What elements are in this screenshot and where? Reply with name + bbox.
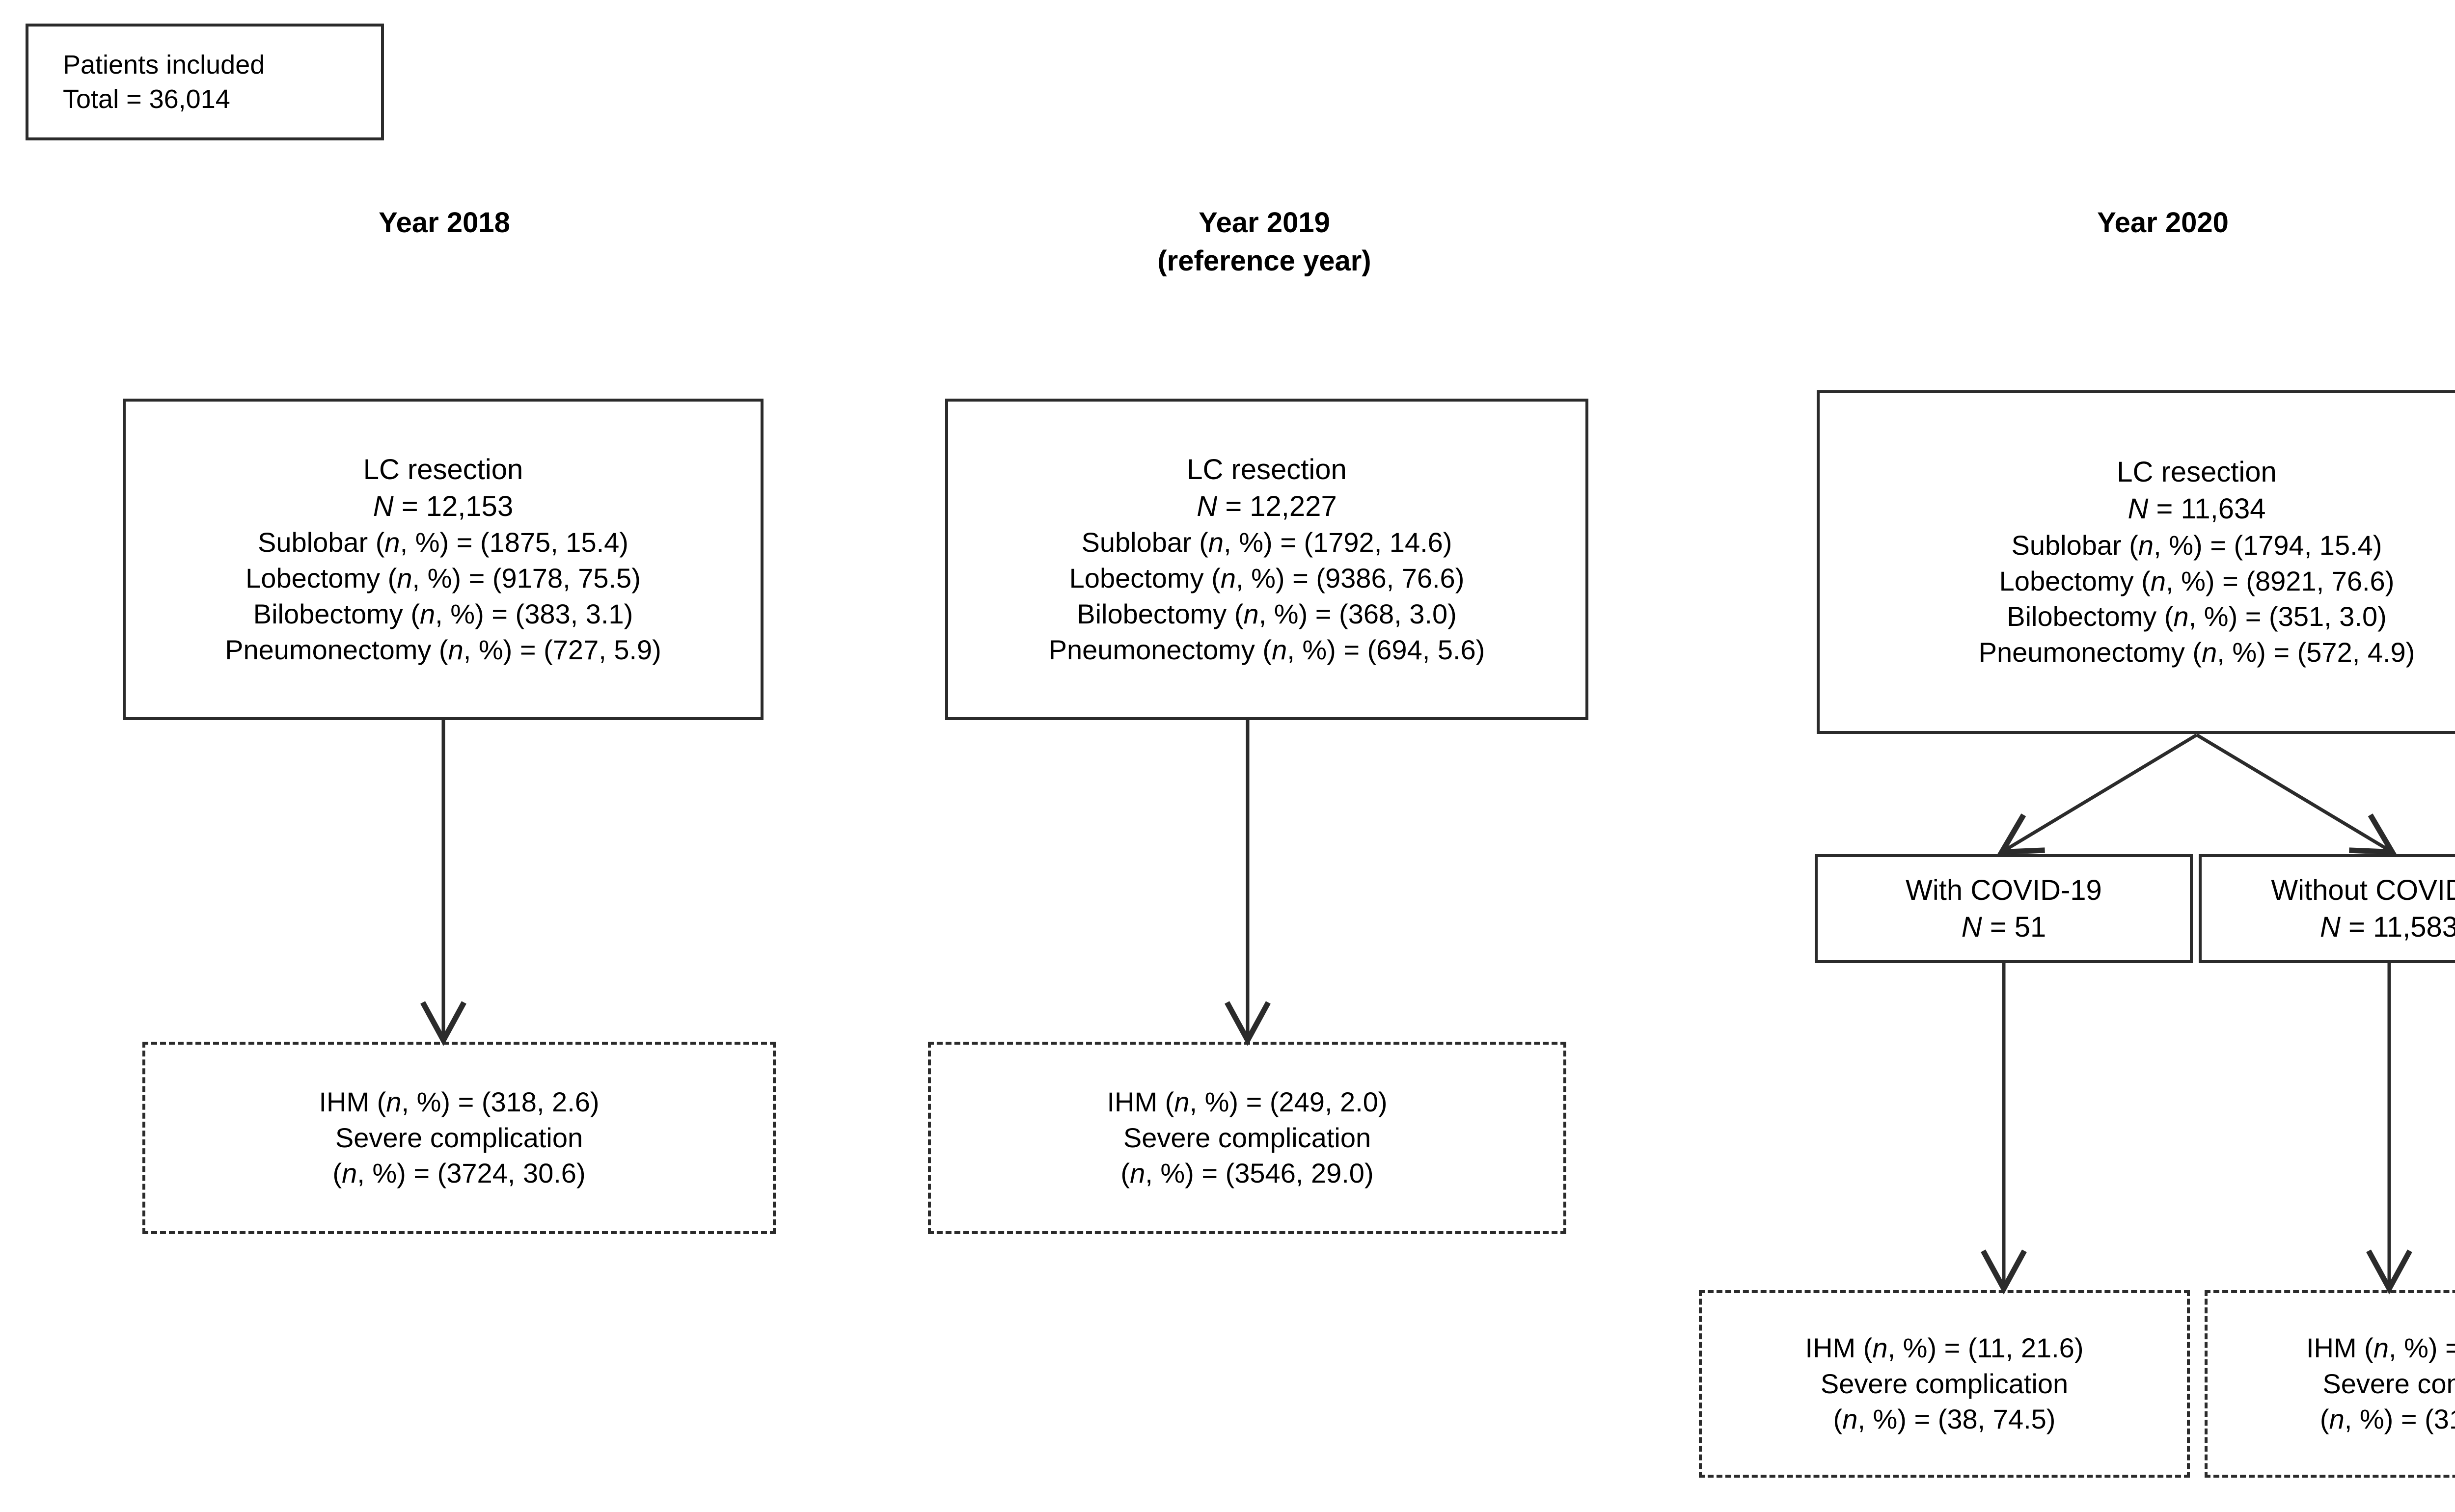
column-header-2018-title: Year 2018 bbox=[379, 207, 510, 239]
resection-row-sublobar-2020: Sublobar (n, %) = (1794, 15.4) bbox=[2011, 529, 2382, 561]
outcome-severe-value-with-covid: (n, %) = (38, 74.5) bbox=[1833, 1404, 2056, 1435]
outcome-severe-label-with-covid: Severe complication bbox=[1820, 1368, 2069, 1399]
arrow-2020-resection-to-with-covid bbox=[1996, 733, 2198, 855]
outcome-severe-label-2018: Severe complication bbox=[335, 1122, 583, 1153]
outcome-ihm-2019: IHM (n, %) = (249, 2.0) bbox=[1107, 1086, 1388, 1117]
column-header-2020: Year 2020 bbox=[1969, 204, 2357, 242]
resection-row-pneumonectomy-2020: Pneumonectomy (n, %) = (572, 4.9) bbox=[1978, 637, 2415, 668]
resection-n-2019: N = 12,227 bbox=[1197, 490, 1337, 522]
resection-title-2019: LC resection bbox=[1187, 453, 1347, 486]
patients-included-box: Patients included Total = 36,014 bbox=[26, 24, 384, 140]
patients-included-label: Patients included bbox=[63, 50, 265, 80]
outcome-severe-value-2018: (n, %) = (3724, 30.6) bbox=[332, 1158, 586, 1189]
column-header-2019-title: Year 2019 bbox=[1199, 207, 1330, 239]
column-header-2019-subtitle: (reference year) bbox=[1157, 245, 1371, 277]
column-header-2018: Year 2018 bbox=[250, 204, 638, 242]
resection-title-2018: LC resection bbox=[363, 453, 523, 486]
outcome-box-with-covid: IHM (n, %) = (11, 21.6) Severe complicat… bbox=[1699, 1290, 2190, 1478]
with-covid-n: N = 51 bbox=[1961, 911, 2046, 943]
resection-row-lobectomy-2018: Lobectomy (n, %) = (9178, 75.5) bbox=[246, 563, 641, 594]
patients-included-total: Total = 36,014 bbox=[63, 84, 230, 114]
outcome-severe-label-2019: Severe complication bbox=[1123, 1122, 1371, 1153]
with-covid-title: With COVID-19 bbox=[1906, 874, 2102, 906]
resection-row-bilobectomy-2020: Bilobectomy (n, %) = (351, 3.0) bbox=[2007, 601, 2387, 632]
outcome-box-2018: IHM (n, %) = (318, 2.6) Severe complicat… bbox=[142, 1042, 776, 1234]
without-covid-n: N = 11,583 bbox=[2319, 911, 2455, 943]
resection-row-pneumonectomy-2018: Pneumonectomy (n, %) = (727, 5.9) bbox=[225, 634, 661, 665]
resection-box-2018: LC resection N = 12,153 Sublobar (n, %) … bbox=[123, 399, 764, 720]
with-covid-box: With COVID-19 N = 51 bbox=[1815, 854, 2193, 963]
resection-row-sublobar-2018: Sublobar (n, %) = (1875, 15.4) bbox=[258, 527, 628, 558]
outcome-box-2019: IHM (n, %) = (249, 2.0) Severe complicat… bbox=[928, 1042, 1566, 1234]
without-covid-title: Without COVID-19 bbox=[2271, 874, 2455, 906]
resection-box-2019: LC resection N = 12,227 Sublobar (n, %) … bbox=[945, 399, 1588, 720]
outcome-ihm-without-covid: IHM (n, %) = (228, 2.0) bbox=[2306, 1332, 2455, 1363]
resection-row-pneumonectomy-2019: Pneumonectomy (n, %) = (694, 5.6) bbox=[1048, 634, 1485, 665]
column-header-2019: Year 2019 (reference year) bbox=[1070, 204, 1458, 281]
column-header-2020-title: Year 2020 bbox=[2097, 207, 2229, 239]
resection-title-2020: LC resection bbox=[2117, 456, 2277, 488]
resection-n-2020: N = 11,634 bbox=[2128, 493, 2266, 525]
outcome-box-without-covid: IHM (n, %) = (228, 2.0) Severe complicat… bbox=[2205, 1290, 2455, 1478]
outcome-ihm-with-covid: IHM (n, %) = (11, 21.6) bbox=[1805, 1332, 2084, 1363]
resection-row-lobectomy-2020: Lobectomy (n, %) = (8921, 76.6) bbox=[1999, 565, 2395, 596]
outcome-severe-label-without-covid: Severe complication bbox=[2322, 1368, 2455, 1399]
arrow-2020-resection-to-without-covid bbox=[2196, 733, 2398, 855]
resection-row-bilobectomy-2019: Bilobectomy (n, %) = (368, 3.0) bbox=[1077, 598, 1457, 629]
outcome-ihm-2018: IHM (n, %) = (318, 2.6) bbox=[319, 1086, 600, 1117]
resection-row-lobectomy-2019: Lobectomy (n, %) = (9386, 76.6) bbox=[1069, 563, 1465, 594]
outcome-severe-value-without-covid: (n, %) = (3126, 27.0) bbox=[2319, 1404, 2455, 1435]
without-covid-box: Without COVID-19 N = 11,583 bbox=[2199, 854, 2455, 963]
resection-n-2018: N = 12,153 bbox=[373, 490, 514, 522]
resection-row-bilobectomy-2018: Bilobectomy (n, %) = (383, 3.1) bbox=[253, 598, 633, 629]
resection-box-2020: LC resection N = 11,634 Sublobar (n, %) … bbox=[1817, 390, 2455, 734]
resection-row-sublobar-2019: Sublobar (n, %) = (1792, 14.6) bbox=[1081, 527, 1452, 558]
outcome-severe-value-2019: (n, %) = (3546, 29.0) bbox=[1120, 1158, 1374, 1189]
